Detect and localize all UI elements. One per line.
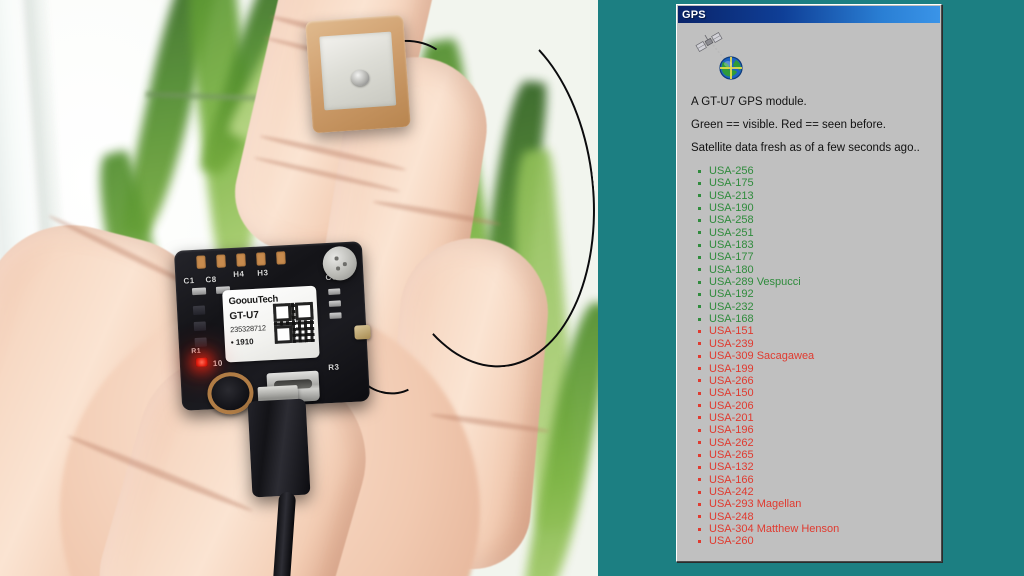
qr-finder-icon [272,302,292,322]
qr-finder-icon [273,324,293,344]
satellite-list-item: USA-309 Sacagawea [677,350,941,362]
satellite-list-item: USA-168 [677,313,941,325]
solder-pad [236,253,246,267]
satellite-list-item: USA-166 [677,474,941,486]
window-client-area: A GT-U7 GPS module. Green == visible. Re… [677,31,941,548]
solder-pad [276,251,286,265]
satellite-list-item: USA-304 Matthew Henson [677,523,941,535]
satellite-list-item: USA-248 [677,511,941,523]
gps-module-photograph: C1 C8 H4 H3 C0 R1 10 R3 GoouuTech GT-U7 … [0,0,598,576]
ceramic-patch-antenna [305,14,411,134]
satellite-list-item: USA-132 [677,461,941,473]
satellite-list-item: USA-150 [677,387,941,399]
satellite-list-item: USA-183 [677,239,941,251]
label-date-code: • 1910 [230,336,254,348]
satellite-list-item: USA-213 [677,190,941,202]
satellite-list-item: USA-175 [677,177,941,189]
description-line-2: Green == visible. Red == seen before. [691,119,886,131]
satellite-list-item: USA-232 [677,301,941,313]
satellite-list-item: USA-265 [677,449,941,461]
satellite-list-item: USA-177 [677,251,941,263]
description-line-1: A GT-U7 GPS module. [691,96,807,108]
satellite-list-item: USA-206 [677,400,941,412]
ipex-antenna-connector [354,324,371,340]
window-title: GPS [682,8,706,21]
usb-plug-body [247,398,311,498]
smd-component [194,337,207,348]
silkscreen-c8: C8 [205,274,217,285]
satellite-list-item: USA-201 [677,412,941,424]
satellite-list-item: USA-180 [677,264,941,276]
satellite-list-item: USA-251 [677,227,941,239]
silkscreen-10: 10 [212,358,224,369]
solder-pad [196,255,206,269]
satellite-list-item: USA-239 [677,338,941,350]
smd-component [193,321,207,332]
description-line-3: Satellite data fresh as of a few seconds… [691,142,920,154]
qr-finder-icon [294,301,314,321]
silkscreen-r1: R1 [191,347,202,356]
label-part-number: GT-U7 [229,309,260,323]
silkscreen-h3: H3 [256,268,269,278]
smd-component [191,287,207,296]
qr-code [272,301,315,344]
solder-pad [256,252,266,266]
satellite-list-item: USA-196 [677,424,941,436]
status-led [195,357,209,368]
gps-window[interactable]: GPS [676,4,942,562]
satellite-list-item: USA-151 [677,325,941,337]
label-brand: GoouuTech [228,293,279,308]
smd-component [328,300,342,307]
smd-component [328,288,341,296]
satellite-list-item: USA-262 [677,437,941,449]
satellite-list-item: USA-256 [677,165,941,177]
silkscreen-c1: C1 [183,275,195,286]
satellite-list-item: USA-192 [677,288,941,300]
satellite-list-item: USA-260 [677,535,941,547]
satellite-list-item: USA-293 Magellan [677,498,941,510]
solder-pad [216,254,226,268]
smd-component [192,305,206,316]
satellite-list-item: USA-266 [677,375,941,387]
satellite-list-item: USA-199 [677,363,941,375]
satellite-globe-icon [695,31,751,85]
satellite-list-item: USA-289 Vespucci [677,276,941,288]
satellite-list-item: USA-258 [677,214,941,226]
silkscreen-r3: R3 [328,362,340,373]
satellite-list-item: USA-242 [677,486,941,498]
smd-component [329,312,342,319]
silkscreen-h4: H4 [233,269,245,279]
satellite-list-item: USA-190 [677,202,941,214]
window-titlebar[interactable]: GPS [678,6,940,23]
module-label: GoouuTech GT-U7 235328712 • 1910 [222,285,320,363]
label-serial: 235328712 [229,323,267,335]
